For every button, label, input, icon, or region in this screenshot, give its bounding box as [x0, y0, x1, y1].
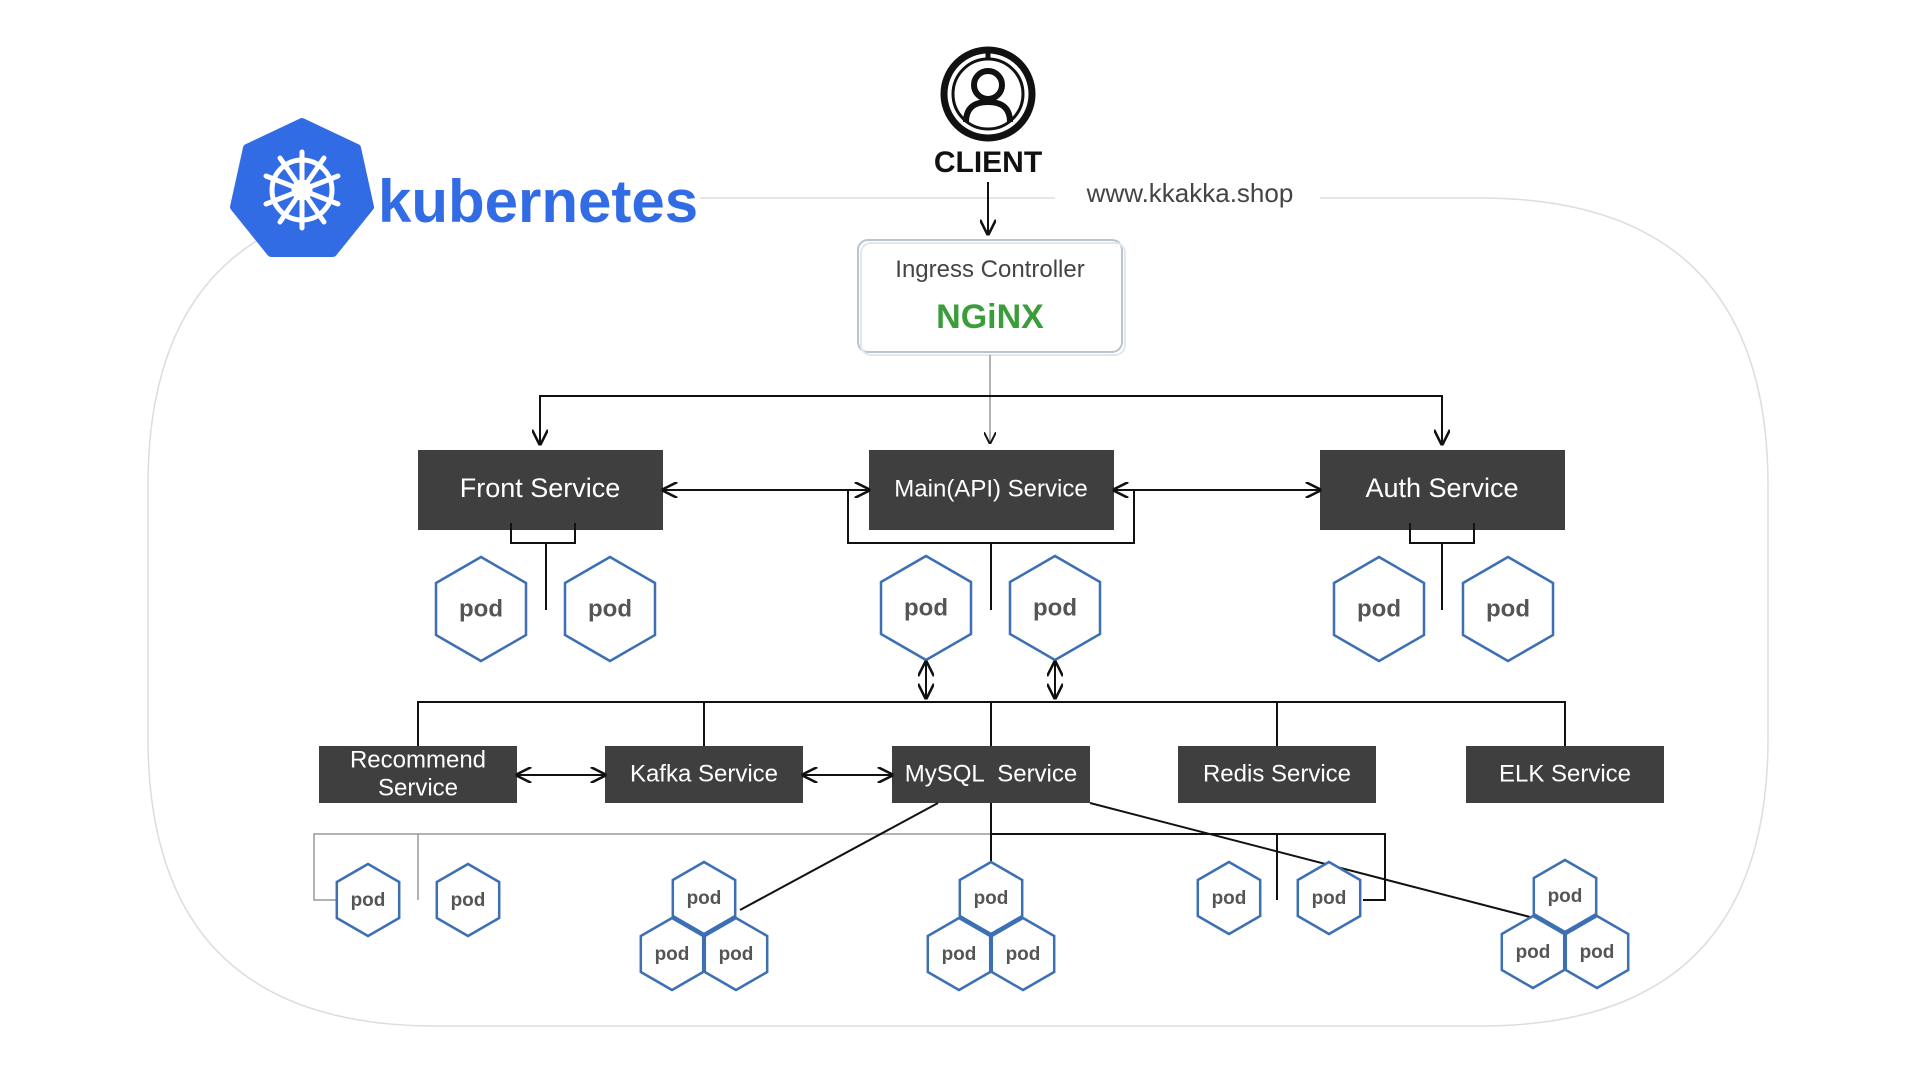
pod-hexagon-icon — [1008, 554, 1102, 662]
pod-bottom-single-1: pod — [335, 862, 401, 938]
pod-label: pod — [655, 944, 690, 965]
front-service-label: Front Service — [460, 473, 621, 503]
front-service: Front Service — [418, 450, 663, 530]
pod-cluster-1-right: pod — [703, 916, 769, 992]
pod-cluster-1-top: pod — [671, 860, 737, 936]
pods-top-group: pod pod pod pod pod pod — [434, 554, 1555, 663]
main-api-service-label: Main(API) Service — [894, 475, 1087, 502]
kafka-service-label: Kafka Service — [630, 760, 778, 787]
pod-label: pod — [451, 890, 486, 911]
recommend-service-label-line1: Recommend — [350, 746, 486, 773]
pod-cluster-2-right: pod — [990, 916, 1056, 992]
pod-cluster-3-top: pod — [1532, 858, 1598, 934]
pod-hexagon-icon — [434, 555, 528, 663]
pod-label: pod — [1212, 888, 1247, 909]
pod-cluster-1-left: pod — [639, 916, 705, 992]
pod-label: pod — [974, 888, 1009, 909]
pod-hexagon-icon — [990, 916, 1056, 992]
pod-hexagon-icon — [703, 916, 769, 992]
pod-label: pod — [588, 595, 632, 622]
pod-cluster-3-left: pod — [1500, 914, 1566, 990]
auth-service: Auth Service — [1320, 450, 1565, 530]
recommend-service: Recommend Service — [319, 746, 517, 803]
pod-hexagon-icon — [958, 860, 1024, 936]
pod-label: pod — [687, 888, 722, 909]
kafka-service: Kafka Service — [605, 746, 803, 803]
pod-hexagon-icon — [879, 554, 973, 662]
auth-service-label: Auth Service — [1365, 473, 1518, 503]
pod-hexagon-icon — [1332, 555, 1426, 663]
pod-hexagon-icon — [1196, 860, 1262, 936]
pod-bottom-single-4: pod — [1296, 860, 1362, 936]
mysql-service: MySQL Service — [892, 746, 1090, 803]
pod-cluster-3-right: pod — [1564, 914, 1630, 990]
pod-cluster-2-left: pod — [926, 916, 992, 992]
pod-top-4: pod — [1008, 554, 1102, 662]
pod-hexagon-icon — [1500, 914, 1566, 990]
pod-hexagon-icon — [671, 860, 737, 936]
pod-hexagon-icon — [335, 862, 401, 938]
client-label: CLIENT — [934, 146, 1042, 179]
nginx-logo: NGiNX — [936, 298, 1044, 336]
pod-top-3: pod — [879, 554, 973, 662]
elk-service-label: ELK Service — [1499, 760, 1631, 787]
cluster-frame — [147, 197, 1769, 1027]
pod-label: pod — [459, 595, 503, 622]
pod-top-6: pod — [1461, 555, 1555, 663]
pod-top-2: pod — [563, 555, 657, 663]
redis-service: Redis Service — [1178, 746, 1376, 803]
pod-label: pod — [1033, 594, 1077, 621]
kubernetes-wordmark: kubernetes — [378, 168, 698, 235]
pod-hexagon-icon — [435, 862, 501, 938]
pod-cluster-2-top: pod — [958, 860, 1024, 936]
ingress-controller: Ingress Controller NGiNX — [857, 239, 1126, 356]
pod-label: pod — [719, 944, 754, 965]
mysql-service-label: MySQL Service — [905, 760, 1078, 787]
client-node: CLIENT — [934, 46, 1042, 179]
pod-label: pod — [1312, 888, 1347, 909]
ingress-title: Ingress Controller — [895, 256, 1084, 283]
pod-hexagon-icon — [1532, 858, 1598, 934]
pod-label: pod — [351, 890, 386, 911]
main-api-service: Main(API) Service — [869, 450, 1114, 530]
pod-label: pod — [1580, 942, 1615, 963]
recommend-service-label-line2: Service — [378, 774, 458, 801]
user-icon — [940, 46, 1036, 142]
pod-label: pod — [1006, 944, 1041, 965]
pod-label: pod — [942, 944, 977, 965]
pod-label: pod — [1516, 942, 1551, 963]
kubernetes-logo: kubernetes — [230, 118, 698, 257]
pod-label: pod — [1486, 595, 1530, 622]
pod-hexagon-icon — [1296, 860, 1362, 936]
pod-label: pod — [1548, 886, 1583, 907]
redis-service-label: Redis Service — [1203, 760, 1351, 787]
pod-hexagon-icon — [563, 555, 657, 663]
pod-label: pod — [904, 594, 948, 621]
pod-bottom-single-2: pod — [435, 862, 501, 938]
pod-label: pod — [1357, 595, 1401, 622]
pod-hexagon-icon — [1461, 555, 1555, 663]
pod-hexagon-icon — [1564, 914, 1630, 990]
pod-bottom-single-3: pod — [1196, 860, 1262, 936]
elk-service: ELK Service — [1466, 746, 1664, 803]
domain-url: www.kkakka.shop — [1086, 178, 1294, 208]
pod-hexagon-icon — [926, 916, 992, 992]
pod-top-5: pod — [1332, 555, 1426, 663]
pods-bottom-group: pod pod pod pod pod pod pod pod pod pod pod pod pod — [335, 858, 1630, 992]
pod-hexagon-icon — [639, 916, 705, 992]
pod-top-1: pod — [434, 555, 528, 663]
